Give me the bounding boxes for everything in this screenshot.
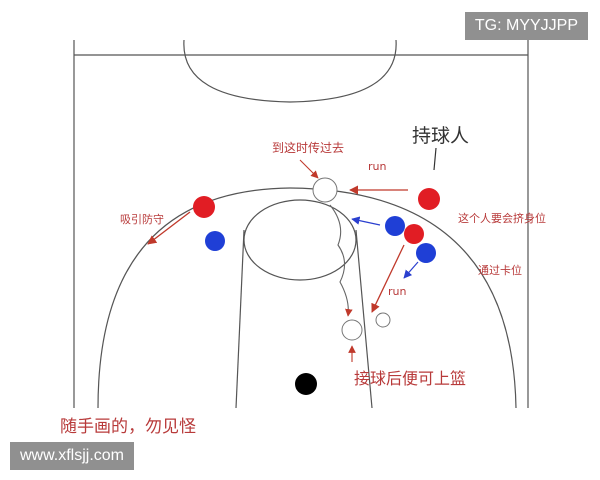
defense-arrow-post [403,261,419,279]
defense-arrow-elbow [351,216,381,226]
ball-marker [295,373,317,395]
defense-player-elbow [385,216,405,236]
pass-and-cut-note: 到这时传过去 [272,140,344,155]
offense-player-ball-holder [418,188,440,210]
top-circle [183,39,397,103]
paint-right-lane [355,229,373,409]
box-out-note: 通过卡位 [478,263,522,277]
holder-pointer [433,147,437,171]
pass-note-pointer [299,159,319,179]
run-top-note: run [368,160,386,173]
offense-player-post [404,224,424,244]
seal-position-note: 这个人要会挤身位 [458,211,546,225]
defense-player-wing [205,231,225,251]
tg-watermark: TG: MYYJJPP [464,12,588,40]
site-watermark: www.xflsjj.com [10,442,135,470]
attract-note: 吸引防守 [120,212,164,226]
court-lines [73,39,529,409]
attract-arrow [147,211,191,245]
ghost-positions [312,177,391,341]
ghost-cutter-low [341,319,363,341]
free-throw-circle [243,199,357,281]
catch-layup-note: 接球后便可上篮 [354,369,466,388]
ball-holder-note: 持球人 [412,125,469,147]
paint-left-lane [235,229,245,409]
ghost-cutter-top [312,177,338,203]
offense-player-wing [193,196,215,218]
footnote: 随手画的，勿见怪 [60,417,196,437]
cut-path [329,204,353,317]
players [193,188,440,395]
movement-paths [147,147,437,362]
run-lower-note: run [388,285,406,298]
ghost-pass-target [375,312,391,328]
post-seal-arrow [371,244,405,313]
defense-player-post [416,243,436,263]
three-point-arc [97,187,517,409]
